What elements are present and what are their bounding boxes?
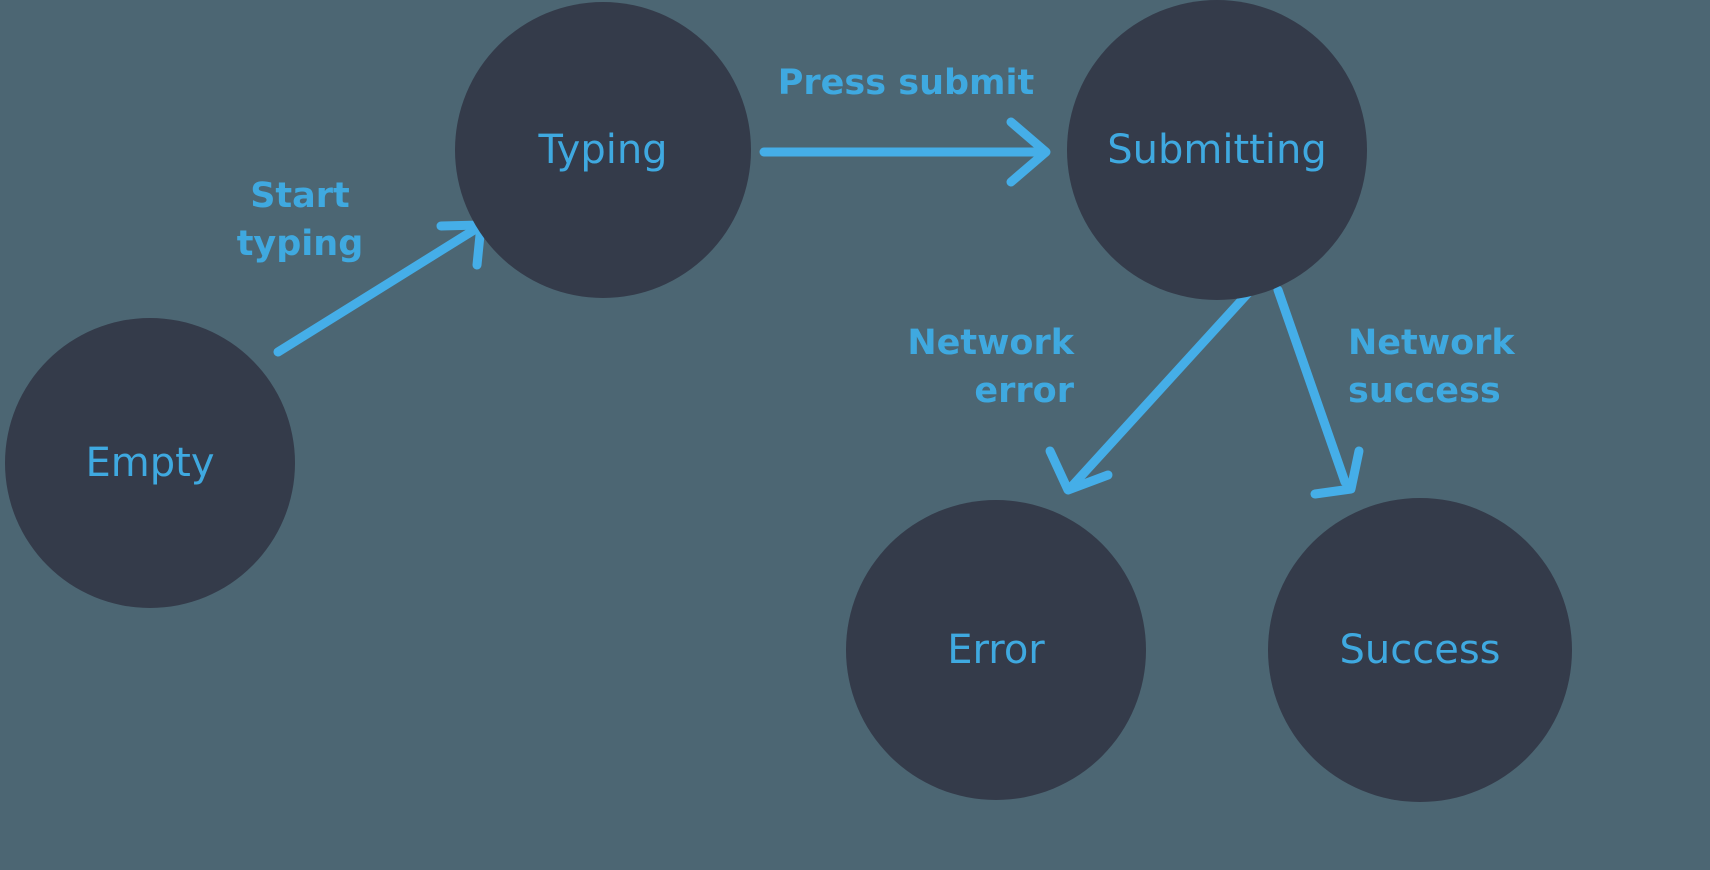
transition-label-line: typing bbox=[237, 224, 364, 264]
transition-label-network-success: Network success bbox=[1348, 323, 1515, 411]
transition-label-line: Network bbox=[1348, 323, 1515, 363]
transition-label-line: error bbox=[974, 371, 1074, 411]
state-circle-typing bbox=[455, 2, 751, 298]
state-label-submitting: Submitting bbox=[1107, 127, 1326, 173]
state-label-typing: Typing bbox=[537, 127, 667, 173]
transition-label-line: Press submit bbox=[778, 63, 1035, 103]
transition-label-start-typing: Start typing bbox=[237, 176, 364, 264]
transition-line-start-typing bbox=[273, 225, 479, 357]
state-label-success: Success bbox=[1339, 627, 1500, 673]
transition-label-press-submit: Press submit bbox=[778, 63, 1035, 103]
state-label-empty: Empty bbox=[86, 440, 215, 486]
transition-network-error[interactable] bbox=[1045, 286, 1255, 495]
arrowhead-icon-network-error bbox=[1045, 446, 1113, 495]
transition-line-network-error bbox=[1068, 286, 1255, 490]
state-circle-error bbox=[846, 500, 1146, 800]
state-node-typing[interactable]: Typing bbox=[455, 2, 751, 298]
state-node-success[interactable]: Success bbox=[1268, 498, 1572, 802]
state-node-empty[interactable]: Empty bbox=[5, 318, 295, 608]
transition-press-submit[interactable] bbox=[759, 117, 1051, 187]
state-node-error[interactable]: Error bbox=[846, 500, 1146, 800]
transition-label-line: Network bbox=[907, 323, 1074, 363]
transition-network-success[interactable] bbox=[1273, 285, 1364, 499]
transition-label-network-error: Network error bbox=[907, 323, 1074, 411]
arrowhead-icon-press-submit bbox=[1006, 117, 1051, 187]
state-node-submitting[interactable]: Submitting bbox=[1067, 0, 1367, 300]
state-label-error: Error bbox=[947, 627, 1045, 673]
transition-label-line: success bbox=[1348, 371, 1501, 411]
state-circle-empty bbox=[5, 318, 295, 608]
state-circle-submitting bbox=[1067, 0, 1367, 300]
state-circle-success bbox=[1268, 498, 1572, 802]
transition-line-network-success bbox=[1273, 285, 1350, 487]
arrowhead-icon-network-success bbox=[1310, 446, 1364, 499]
transition-label-line: Start bbox=[250, 176, 350, 216]
transitions-layer bbox=[273, 117, 1364, 499]
